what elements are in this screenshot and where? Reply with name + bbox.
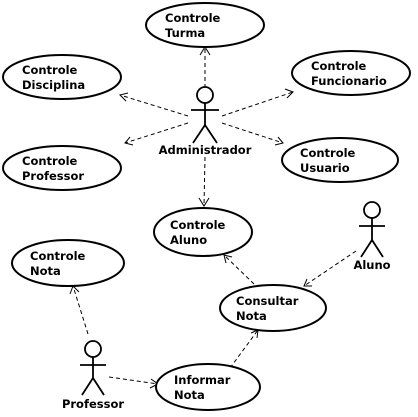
use-case-label-line1: Controle [170,218,226,232]
use-case-controle-funcionario[interactable]: Controle Funcionario [291,50,411,96]
use-case-controle-disciplina[interactable]: Controle Disciplina [2,54,122,100]
use-case-label-line2: Disciplina [22,78,85,92]
use-case-informar-nota[interactable]: Informar Nota [155,363,261,411]
use-case-label-line1: Controle [22,63,78,77]
arrow-admin-to-controle-aluno [198,156,210,207]
actor-label: Aluno [353,258,390,272]
arrow-consultar-nota-to-controle-aluno [223,254,255,285]
actor-label: Administrador [159,143,252,157]
arrow-informar-nota-to-consultar-nota [229,329,259,369]
use-case-label-line2: Nota [174,388,205,402]
stick-figure-icon [80,340,106,396]
use-case-controle-nota[interactable]: Controle Nota [11,239,125,287]
stick-figure-icon [359,201,385,258]
use-case-label-line2: Aluno [170,233,207,247]
arrow-admin-to-controle-funcionario [221,88,294,117]
actor-administrador[interactable]: Administrador [159,86,252,157]
use-case-label-line2: Nota [236,309,267,323]
use-case-consultar-nota[interactable]: Consultar Nota [219,284,327,332]
use-case-label-line1: Controle [165,11,221,25]
use-case-label-line2: Usuario [300,161,350,175]
use-case-controle-professor[interactable]: Controle Professor [2,145,122,191]
use-case-controle-turma[interactable]: Controle Turma [145,2,265,48]
use-case-label-line1: Informar [174,373,231,387]
use-case-label-line2: Turma [165,26,205,40]
use-case-label-line2: Funcionario [311,74,387,88]
actor-aluno[interactable]: Aluno [353,201,391,272]
use-case-label-line2: Nota [30,264,61,278]
arrow-admin-to-controle-professor [124,122,189,146]
use-case-label-line1: Controle [22,154,78,168]
arrow-professor-to-informar-nota [108,376,159,389]
actor-professor[interactable]: Professor [62,340,124,411]
use-case-label-line1: Consultar [236,294,299,308]
arrow-aluno-to-consultar-nota [303,250,357,287]
use-case-label-line1: Controle [311,59,367,73]
arrow-admin-to-controle-usuario [221,122,284,146]
actor-label: Professor [62,397,124,411]
arrow-professor-to-controle-nota [69,285,89,335]
use-case-label-line1: Controle [30,249,86,263]
arrow-admin-to-controle-disciplina [119,92,189,117]
use-case-label-line2: Professor [22,169,84,183]
use-case-label-line1: Controle [300,146,356,160]
stick-figure-icon [191,86,219,144]
use-case-controle-usuario[interactable]: Controle Usuario [281,137,399,183]
arrow-admin-to-controle-turma [199,46,211,88]
use-case-controle-aluno[interactable]: Controle Aluno [153,207,253,257]
